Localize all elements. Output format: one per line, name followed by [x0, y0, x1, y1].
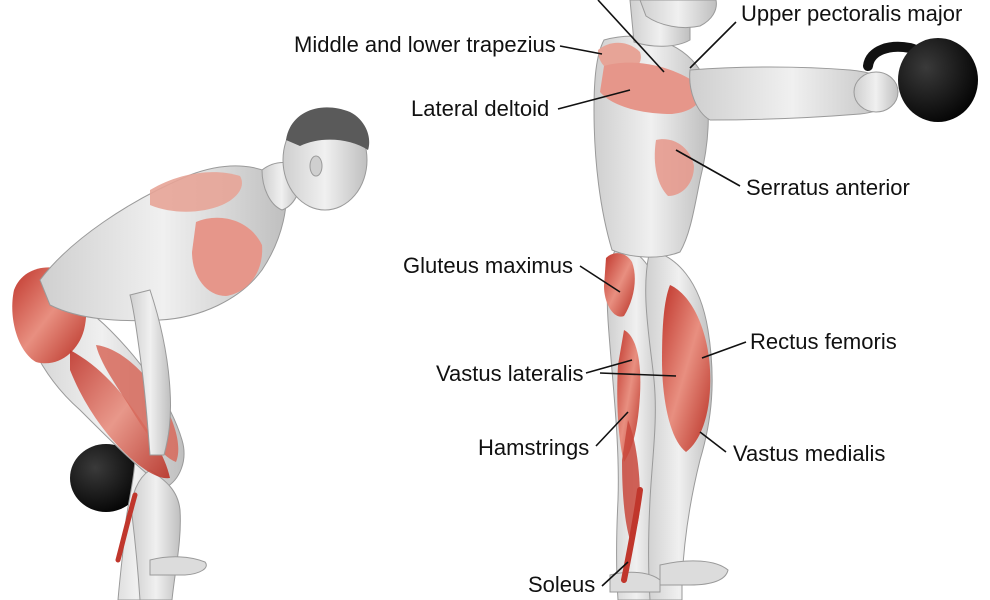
- label-soleus: Soleus: [528, 572, 596, 597]
- right-soleus: [621, 487, 643, 583]
- left-back-muscle: [150, 172, 242, 212]
- left-hamstring: [70, 350, 170, 479]
- left-calf-line: [115, 492, 138, 563]
- left-foot: [149, 556, 207, 576]
- right-kettlebell: [898, 38, 978, 122]
- label-gluteus-maximus: Gluteus maximus: [403, 253, 573, 278]
- left-hair: [286, 107, 370, 150]
- leader-serratus: [675, 149, 741, 187]
- leader-lateral-deltoid: [557, 89, 631, 110]
- leader-hamstrings: [595, 411, 629, 447]
- right-deltoid: [600, 62, 702, 114]
- right-head: [639, 0, 717, 29]
- left-kettlebell: [70, 444, 142, 512]
- leader-rectus-femoris: [701, 341, 747, 359]
- label-vastus-lateralis: Vastus lateralis: [436, 361, 584, 386]
- left-chest-muscle: [192, 217, 263, 296]
- leader-soleus: [601, 561, 629, 587]
- right-foot-front: [659, 560, 729, 586]
- label-middle-lower-trapezius: Middle and lower trapezius: [294, 32, 556, 57]
- right-fist: [853, 71, 899, 113]
- right-figure: [593, 0, 978, 600]
- right-serratus: [654, 139, 694, 196]
- leader-gluteus: [579, 265, 621, 293]
- label-hamstrings: Hamstrings: [478, 435, 590, 460]
- label-lateral-deltoid: Lateral deltoid: [411, 96, 550, 121]
- right-gluteus: [604, 253, 635, 317]
- label-upper-pectoralis-major: Upper pectoralis major: [741, 1, 963, 26]
- leader-top: [597, 0, 665, 73]
- leader-upper-pectoralis: [689, 21, 737, 69]
- left-figure: [12, 107, 370, 600]
- leader-vastus-lateralis-2: [599, 372, 677, 377]
- label-serratus-anterior: Serratus anterior: [746, 175, 910, 200]
- label-rectus-femoris: Rectus femoris: [750, 329, 897, 354]
- left-ear: [309, 155, 323, 177]
- right-foot-back: [609, 571, 661, 593]
- right-rectus-femoris: [662, 285, 711, 452]
- left-near-shin: [131, 469, 181, 600]
- leader-vastus-lateralis-1: [585, 359, 633, 374]
- leader-vastus-medialis: [699, 431, 727, 453]
- label-vastus-medialis: Vastus medialis: [733, 441, 886, 466]
- left-arm: [129, 289, 172, 456]
- leader-lines: [557, 0, 747, 587]
- leader-trapezius: [559, 45, 603, 55]
